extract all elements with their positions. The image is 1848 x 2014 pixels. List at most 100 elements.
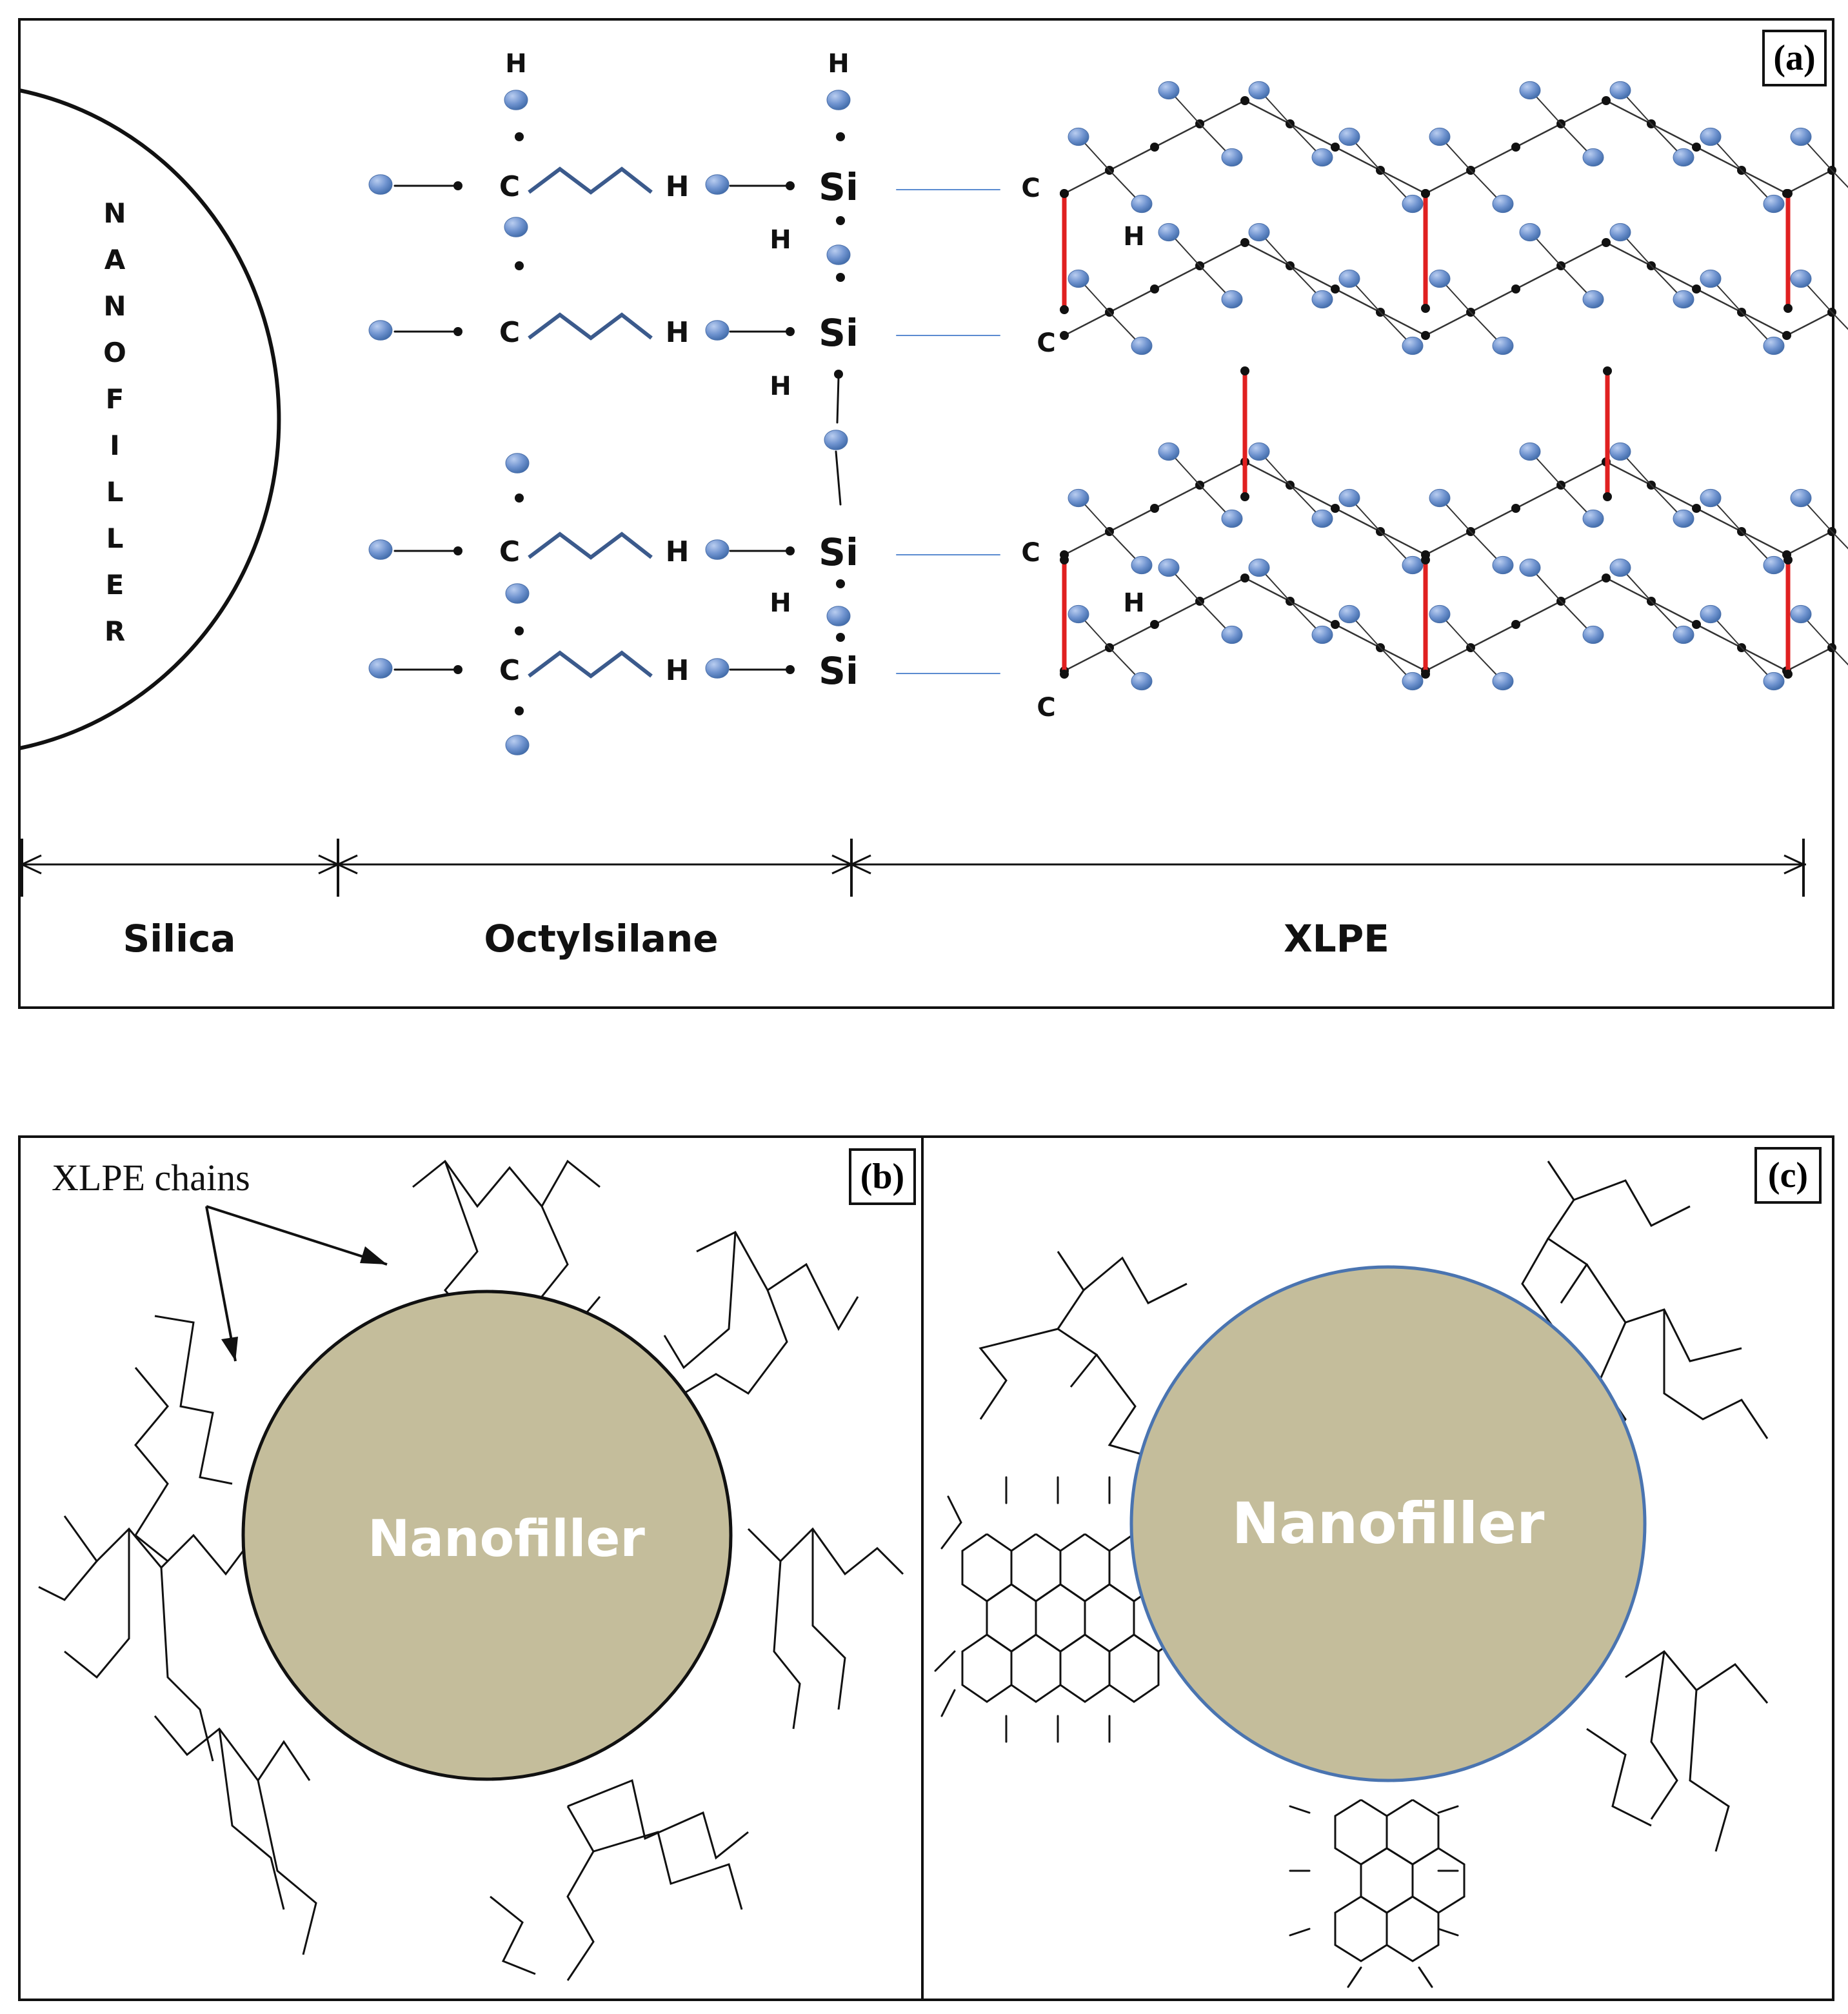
xlpe-pendant-bond <box>1444 503 1471 532</box>
xlpe-chain-row <box>1060 223 1848 355</box>
atom-ball <box>1248 558 1270 577</box>
xlpe-pendant-bond <box>1625 237 1652 266</box>
xlpe-pendant-bond <box>1289 601 1318 630</box>
hexagon-substituent <box>934 1650 956 1672</box>
xlpe-pendant-bond <box>1289 484 1318 514</box>
panel-b-xlpe-chain <box>663 1231 737 1370</box>
xlpe-pendant-bond <box>1535 572 1562 602</box>
panel-a-label-text: (a) <box>1773 38 1815 78</box>
bond-dot <box>453 327 462 336</box>
nanofiller-letter: I <box>110 430 120 461</box>
nanofiller-letter: R <box>104 615 125 647</box>
bond-dot <box>1603 492 1612 501</box>
atom-label-silicon: Si <box>819 530 859 574</box>
annotation-arrows <box>205 1205 388 1362</box>
xlpe-pendant-bond <box>1199 484 1227 514</box>
atom-ball <box>1673 290 1694 309</box>
atom-ball <box>1402 336 1424 355</box>
atom-ball <box>1131 555 1153 575</box>
hexagon-ring <box>1108 1633 1160 1703</box>
xlpe-pendant-bond <box>1109 170 1137 199</box>
atom-label-carbon: C <box>499 170 520 203</box>
xlpe-chain-row <box>1060 442 1848 575</box>
atom-ball <box>1221 290 1243 309</box>
atom-label-carbon: C <box>499 535 520 568</box>
atom-ball <box>505 453 530 474</box>
atom-ball <box>705 320 730 341</box>
atom-ball <box>1221 148 1243 167</box>
atom-ball <box>1429 269 1451 288</box>
atom-label-silicon: Si <box>819 165 859 209</box>
bond-dot <box>1692 143 1701 152</box>
atom-ball <box>1700 269 1722 288</box>
atom-ball <box>1673 148 1694 167</box>
atom-ball <box>504 217 528 237</box>
bond-dot <box>1060 555 1069 564</box>
atom-ball <box>505 735 530 755</box>
atom-ball <box>1492 672 1514 691</box>
si-si-bond <box>836 376 840 424</box>
bond-dot <box>1240 573 1249 583</box>
bond-dot <box>1150 620 1159 629</box>
atom-ball <box>1402 194 1424 214</box>
xlpe-pendant-bond <box>1289 265 1318 295</box>
xlpe-pendant-bond <box>1805 141 1833 171</box>
xlpe-pendant-bond <box>1264 237 1291 266</box>
bond-dot <box>836 579 845 588</box>
xlpe-pendant-bond <box>1083 141 1110 171</box>
xlpe-pendant-bond <box>1083 619 1110 648</box>
atom-ball <box>1609 558 1631 577</box>
panel-b-xlpe-chain <box>218 1728 285 1910</box>
xlpe-pendant-bond <box>1444 619 1471 648</box>
atom-label-hydrogen: H <box>666 316 690 349</box>
panel-b-xlpe-chain <box>257 1780 317 1955</box>
atom-ball <box>1131 672 1153 691</box>
atom-ball <box>1068 269 1089 288</box>
atom-label-silicon: Si <box>819 649 859 693</box>
nanofiller-letter: N <box>103 290 126 322</box>
atom-ball <box>505 583 530 604</box>
nanofiller-letter: L <box>106 476 124 508</box>
atom-ball <box>1158 442 1180 461</box>
atom-ball <box>1248 81 1270 100</box>
xlpe-pendant-bond <box>1560 601 1589 630</box>
panel-c-xlpe-chain <box>1573 1179 1691 1227</box>
panel-b-nanofiller-particle <box>241 1290 733 1781</box>
xlpe-pendant-bond <box>1173 237 1200 266</box>
atom-ball <box>826 90 851 110</box>
xlpe-pendant-bond <box>1831 170 1848 188</box>
panel-c-nanofiller-particle <box>1129 1265 1647 1782</box>
bond-dot <box>1421 189 1430 198</box>
panel-b-xlpe-chain <box>593 1831 743 1910</box>
xlpe-backbone <box>1064 461 1833 556</box>
panel-b-xlpe-chain <box>683 1290 788 1395</box>
atom-ball <box>1221 509 1243 528</box>
atom-label-carbon: C <box>1037 328 1055 358</box>
atom-ball <box>705 174 730 195</box>
panel-b-xlpe-chain <box>412 1159 601 1208</box>
bond-dot <box>1692 504 1701 513</box>
xlpe-pendant-bond <box>1651 601 1679 630</box>
bond-dot <box>515 626 524 635</box>
atom-ball <box>826 606 851 626</box>
panel-c-nanofiller-label: Nanofiller <box>1232 1490 1545 1557</box>
atom-ball <box>1763 672 1785 691</box>
xlpe-pendant-bond <box>1831 312 1848 330</box>
bond-dot <box>1240 238 1249 247</box>
atom-label-carbon: C <box>1037 693 1055 723</box>
xlpe-pendant-bond <box>1173 95 1200 125</box>
xlpe-pendant-bond <box>1380 170 1408 199</box>
atom-label-hydrogen: H <box>666 654 690 687</box>
atom-ball <box>1158 81 1180 100</box>
xlpe-pendant-bond <box>1651 484 1679 514</box>
atom-ball <box>824 430 848 450</box>
dimension-line <box>19 839 1806 897</box>
atom-ball <box>1338 127 1360 146</box>
xlpe-pendant-bond <box>1199 601 1227 630</box>
hexagon-ring <box>1386 1895 1440 1962</box>
xlpe-pendant-bond <box>1470 531 1498 561</box>
